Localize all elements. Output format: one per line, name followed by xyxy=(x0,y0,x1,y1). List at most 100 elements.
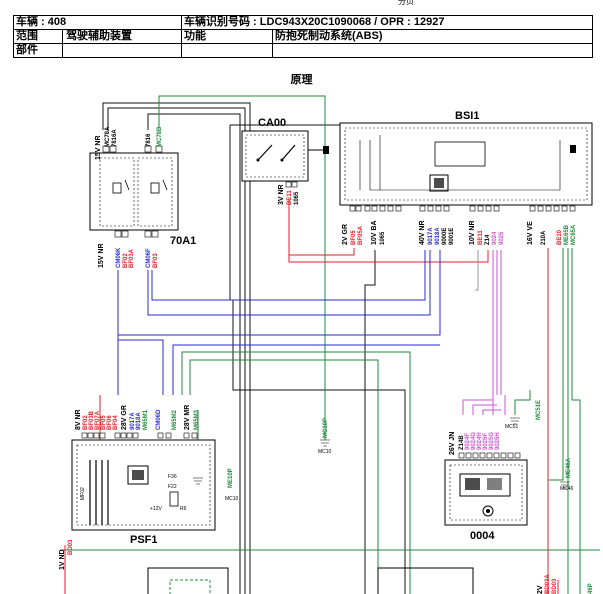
vin-cell: 车辆识别号码 : LDC943X20C1090068 / OPR : 12927 xyxy=(181,15,593,30)
top-page-fragment: 分页 xyxy=(398,0,414,6)
parts-empty-2 xyxy=(272,43,593,58)
label-bf05-p: BF05 xyxy=(101,415,107,430)
label-9025: 9025 xyxy=(499,231,505,245)
label-bd03a: BD03A xyxy=(545,574,551,594)
label-mf02: MF02 xyxy=(80,487,86,500)
label-cm06d: CM06D xyxy=(156,409,162,430)
label-bd03b: BD03 xyxy=(552,578,558,594)
wire-black xyxy=(147,113,241,594)
wire-green xyxy=(181,351,411,594)
label-bf02-p: BF02 xyxy=(83,415,89,430)
label-mc51e: MC51E xyxy=(536,400,542,420)
label-26vjn: 26V JN xyxy=(449,432,456,455)
label-28vmr: 28V MR xyxy=(184,405,191,430)
label-28vgr: 28V GR xyxy=(121,405,128,430)
label-bf03b: BF03B xyxy=(89,410,95,430)
label-7816: 7816 xyxy=(146,133,152,147)
component-ca00 xyxy=(241,130,329,188)
label-me65b: ME65B xyxy=(564,224,570,245)
ground-symbols xyxy=(193,417,570,489)
parts-cell: 部件 xyxy=(13,43,182,58)
label-cm06k: CM06K xyxy=(116,247,122,268)
label-r6: R6 xyxy=(180,506,187,512)
wire-green xyxy=(571,248,581,594)
label-9024h: 9024H xyxy=(477,432,483,450)
bottom-box-inner xyxy=(169,579,211,594)
label-m65m2: M65M2 xyxy=(172,409,178,430)
label-46p: 46P xyxy=(588,583,594,594)
vin-value: LDC943X20C1090068 / OPR : 12927 xyxy=(259,16,445,28)
label-bsi1: BSI1 xyxy=(455,110,479,122)
label-9001e: 9001E xyxy=(449,228,455,245)
wire-blue xyxy=(118,339,164,395)
wire-black xyxy=(102,102,251,594)
label-bf04: BF04 xyxy=(113,415,119,430)
label-9000e: 9000E xyxy=(442,228,448,245)
label-9024: 9024 xyxy=(492,231,498,245)
label-12v: +12V xyxy=(150,506,162,512)
label-mc46: MC46 xyxy=(560,486,574,492)
label-mc10b: MC10 xyxy=(225,496,239,502)
component-psf1 xyxy=(71,432,216,531)
parts-label: 部件 xyxy=(14,44,63,57)
wire-blue xyxy=(151,250,426,301)
label-me46a: ME46A xyxy=(566,457,572,478)
diagram-title: 原理 xyxy=(290,74,313,86)
label-bf05a: BF05A xyxy=(358,225,364,245)
label-9025g: 9025G xyxy=(489,432,495,450)
label-bf07a: BF07A xyxy=(95,410,101,430)
label-210a: 210A xyxy=(541,230,547,245)
label-9025f: 9025F xyxy=(483,433,489,450)
label-f36: F36 xyxy=(168,474,177,480)
bottom-box-right xyxy=(377,567,474,594)
label-9017a: 9017A xyxy=(428,227,434,245)
wire-red xyxy=(289,248,355,256)
component-bsi1 xyxy=(339,122,593,212)
label-15vnr-left: 15V NR xyxy=(98,243,105,268)
relay-70a1 xyxy=(89,145,179,238)
wire-grey xyxy=(475,250,479,291)
label-bf05: BF05 xyxy=(351,230,357,245)
wire-green xyxy=(189,359,379,594)
label-8vnr: 8V NR xyxy=(75,409,82,430)
label-16vve: 16V VE xyxy=(527,221,534,245)
label-9024f: 9024F xyxy=(465,433,471,450)
wire-magenta xyxy=(482,409,501,415)
label-mc65a: MC65A xyxy=(571,224,577,245)
label-m65m1: M65M1 xyxy=(143,409,149,430)
label-be11-ca: BE11 xyxy=(287,190,293,205)
label-7816a: 7816A xyxy=(112,129,118,147)
label-3vnr: 3V NR xyxy=(278,184,285,205)
label-40vnr: 40V NR xyxy=(419,220,426,245)
label-bf06: BF06 xyxy=(107,415,113,430)
wire-blue xyxy=(172,344,440,395)
function-value: 防抱死制动系统(ABS) xyxy=(272,29,593,44)
label-be11-b: BE11 xyxy=(478,230,484,245)
label-2v-bottom: 2V xyxy=(537,585,544,594)
label-9025h: 9025H xyxy=(495,432,501,450)
label-2vgr: 2V GR xyxy=(342,224,349,245)
label-mc10: MC10 xyxy=(318,449,332,455)
wire-green xyxy=(548,248,564,481)
wire-magenta xyxy=(472,404,497,415)
label-f22: F22 xyxy=(168,484,177,490)
label-psf1: PSF1 xyxy=(130,534,158,546)
label-70a1: 70A1 xyxy=(170,235,196,247)
label-1065-b: 1065 xyxy=(380,231,386,245)
wire-red xyxy=(288,200,489,263)
bottom-box-left xyxy=(147,567,229,594)
function-label: 功能 xyxy=(181,29,273,44)
label-mc10p: MC10P xyxy=(323,418,329,438)
label-bf03a: BF03A xyxy=(129,248,135,268)
wire-green xyxy=(158,95,326,410)
wire-magenta xyxy=(462,399,493,415)
label-me10p: ME10P xyxy=(228,468,234,488)
label-9018a-p: 9018A xyxy=(136,412,142,430)
wire-blue xyxy=(147,250,431,316)
label-bd03: BD03 xyxy=(68,539,74,555)
scope-value: 驾驶辅助装置 xyxy=(66,30,133,42)
label-10vnr: 10V NR xyxy=(469,220,476,245)
label-1vnd: 1V ND xyxy=(59,549,66,570)
label-9017a-p: 9017A xyxy=(130,412,136,430)
scope-label: 范围 xyxy=(14,30,63,43)
